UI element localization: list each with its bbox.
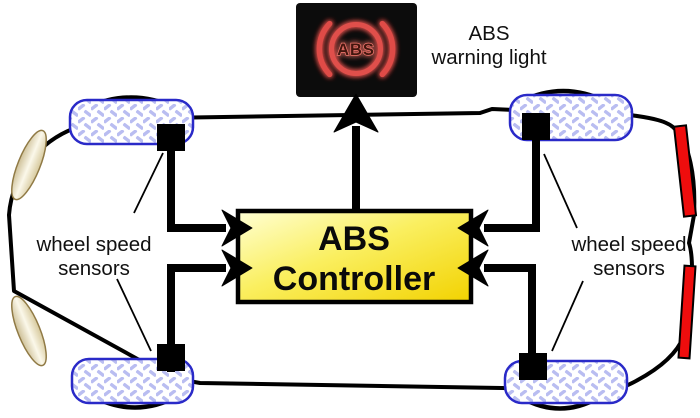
left-sensors-label-line1: wheel speed <box>35 233 151 256</box>
abs-controller-box <box>235 208 474 305</box>
leader-right-top <box>543 153 578 229</box>
arrowhead-rear-bottom <box>457 249 489 287</box>
sensor-rear-top <box>522 113 550 140</box>
wire-arrowheads <box>221 93 489 287</box>
warning-light-caption-line1: ABS <box>468 22 509 45</box>
controller-label-line2: Controller <box>273 260 435 298</box>
taillight-lower <box>677 264 697 360</box>
taillight-upper <box>672 124 698 218</box>
warning-light-caption-line2: warning light <box>430 46 546 69</box>
controller-label-line1: ABS <box>318 220 390 258</box>
leader-right-bottom <box>551 280 584 352</box>
headlight-upper <box>11 129 47 201</box>
label-leader-lines <box>116 152 584 352</box>
abs-indicator-text: ABS <box>337 41 375 59</box>
sensor-front-top <box>157 124 185 151</box>
arrowhead-rear-top <box>457 209 489 247</box>
left-sensors-label-line2: sensors <box>58 257 130 280</box>
sensor-rear-bottom <box>519 353 547 380</box>
arrowhead-front-top <box>221 209 253 247</box>
headlight-lower <box>11 295 47 367</box>
wire-front-top <box>167 150 226 232</box>
wire-front-bottom <box>167 264 226 372</box>
arrowhead-front-bottom <box>221 249 253 287</box>
abs-warning-indicator-icon: ABS <box>316 20 396 78</box>
sensor-wires <box>167 126 540 372</box>
sensor-front-bottom <box>157 344 185 371</box>
wire-rear-top <box>484 140 540 232</box>
arrowhead-warning-light <box>333 93 379 133</box>
right-sensors-label-line1: wheel speed <box>570 233 686 256</box>
leader-left-top <box>133 152 164 214</box>
leader-left-bottom <box>116 278 152 352</box>
wire-rear-bottom <box>484 264 536 355</box>
right-sensors-label-line2: sensors <box>593 257 665 280</box>
